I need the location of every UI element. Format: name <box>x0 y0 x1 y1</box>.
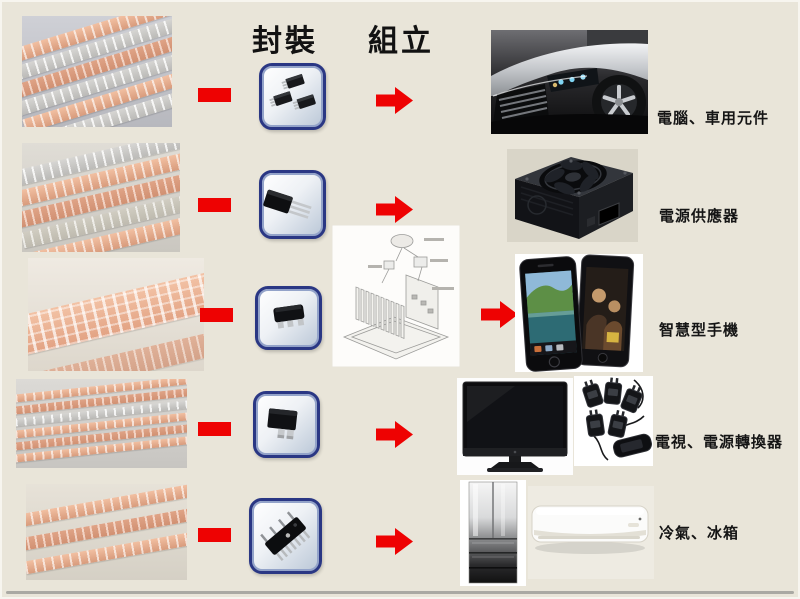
leadframe-photo-row1 <box>22 16 172 127</box>
right-arrow <box>376 421 413 448</box>
right-arrow <box>376 196 413 223</box>
to252-package-icon <box>267 408 298 440</box>
air-conditioner-photo <box>528 486 654 579</box>
right-arrow <box>376 528 413 555</box>
product-label-row2: 電源供應器 <box>659 208 740 225</box>
power-adapters-photo <box>574 376 653 466</box>
minus-connector <box>198 88 231 102</box>
leadframe-photo-row4 <box>16 379 187 468</box>
package-icon-row1 <box>259 63 326 130</box>
power-supply-photo <box>507 149 638 242</box>
leadframe-photo-row3 <box>28 258 204 371</box>
leadframe-photo-row5 <box>26 484 187 580</box>
product-label-row4: 電視、電源轉換器 <box>655 434 784 451</box>
car-photo <box>491 30 648 134</box>
smartphones-photo <box>515 254 643 372</box>
right-arrow <box>481 301 518 328</box>
package-icon-row3 <box>255 286 322 350</box>
minus-connector <box>198 198 231 212</box>
product-label-row5: 冷氣、冰箱 <box>659 525 740 542</box>
minus-connector <box>200 308 233 322</box>
leadframe-photo-row2 <box>22 143 180 252</box>
refrigerator-photo <box>460 480 526 586</box>
package-icon-row4 <box>253 391 320 458</box>
to220-transistor-icon <box>263 189 312 219</box>
product-label-row1: 電腦、車用元件 <box>657 110 770 127</box>
package-icon-row5 <box>249 498 322 574</box>
minus-connector <box>198 422 231 436</box>
dip-ic-icon <box>260 511 311 562</box>
slide-bottom-edge <box>6 591 794 594</box>
exploded-assembly-diagram <box>332 225 460 367</box>
sot23-transistor-icon <box>273 304 305 329</box>
right-arrow <box>376 87 413 114</box>
smd-power-packages-icon <box>268 73 317 111</box>
product-label-row3: 智慧型手機 <box>659 322 740 339</box>
minus-connector <box>198 528 231 542</box>
packaging-header: 封裝 <box>252 25 318 58</box>
tv-photo <box>457 378 573 475</box>
package-icon-row2 <box>259 170 326 239</box>
assembly-header: 組立 <box>368 25 434 58</box>
